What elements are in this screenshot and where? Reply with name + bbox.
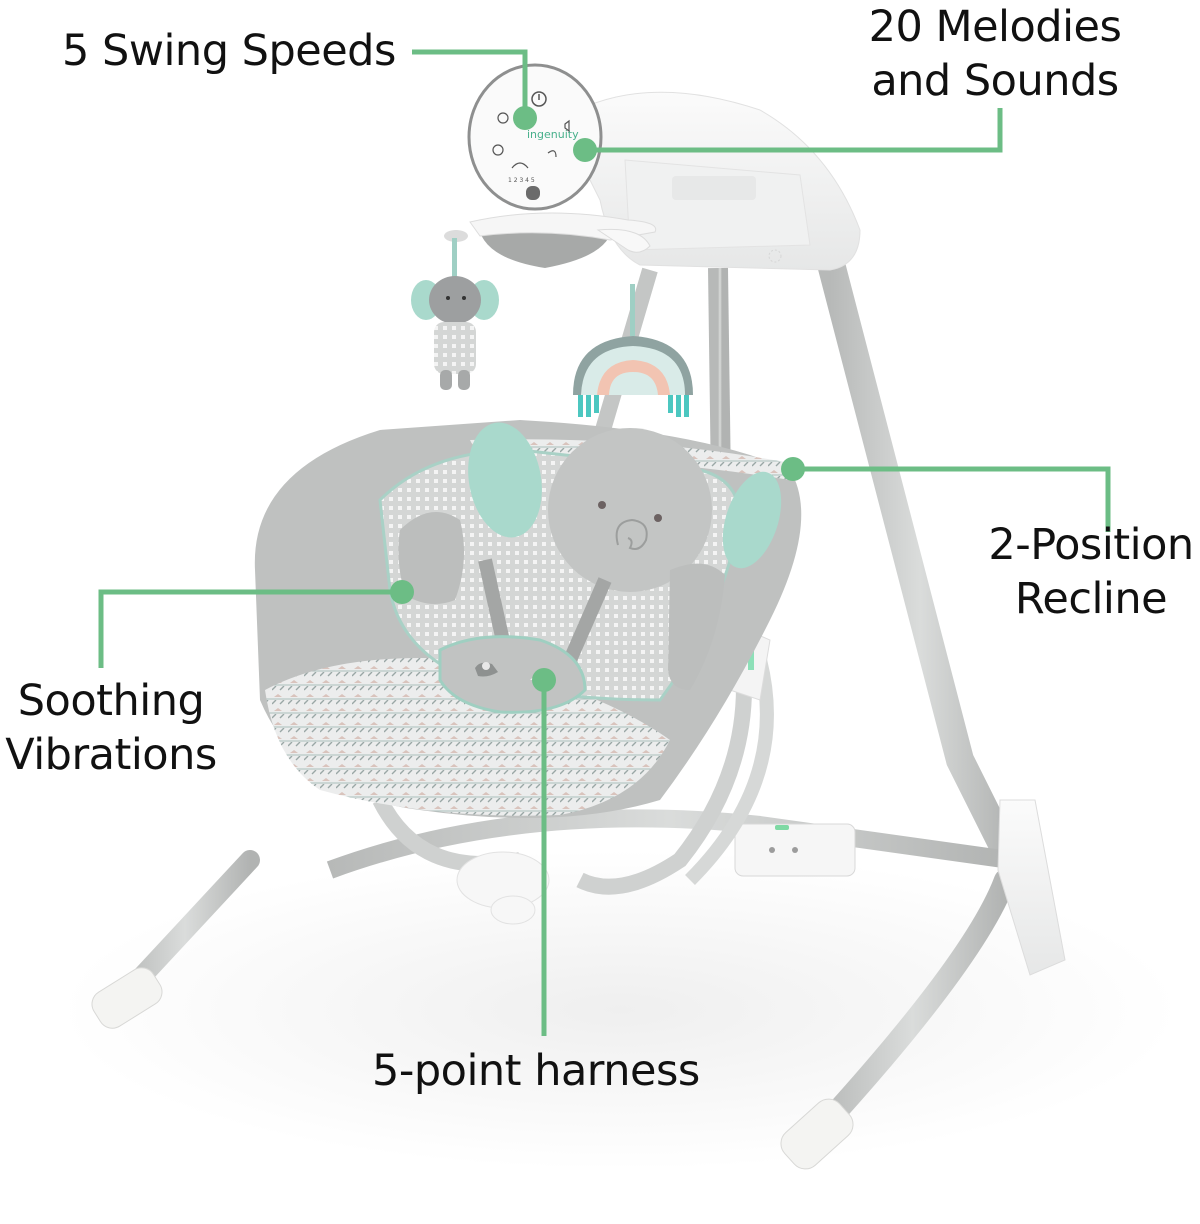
callout-label-swing-speeds: 5 Swing Speeds [62,24,396,78]
callout-dot-melodies [573,138,597,162]
right-front-leg [809,869,1016,1141]
seat-support-right [576,638,752,895]
harness-crotch-pad [438,635,587,714]
callout-dot-harness [532,668,556,692]
callout-label-recline: 2-Position Recline [976,518,1200,626]
speed-dial-icon [511,162,529,169]
harness-strap-right [563,577,612,663]
rear-frame-leg [816,246,1024,874]
callout-label-melodies: 20 Melodies and Sounds [860,0,1130,108]
callout-label-harness: 5-point harness [372,1044,700,1098]
elephant-ear-left [468,422,542,538]
callout-dot-recline [781,457,805,481]
elephant-head-pillow [548,428,712,592]
timer-icon [497,112,509,124]
callout-text: 5 Swing Speeds [62,26,396,76]
elephant-ear-right [722,471,782,569]
callout-text: Recline [1014,574,1168,624]
callout-text: 5-point harness [372,1046,700,1096]
callout-text: Soothing [17,676,205,726]
body-pad-left [398,512,464,604]
callout-text: and Sounds [871,56,1119,106]
right-foot-cap [780,1098,854,1170]
left-foot-cap [91,967,163,1029]
svg-text:1 2 3 4 5: 1 2 3 4 5 [508,177,535,184]
callout-line-vibrations [98,589,402,668]
callout-text: 20 Melodies [868,2,1122,52]
harness-strap-left [478,558,512,652]
base-joint [997,799,1066,976]
volume-icon [564,119,570,133]
floor-shadow [60,850,1180,1170]
callout-dot-swing-speeds [513,106,537,130]
callout-text: Vibrations [5,730,217,780]
rainbow-toy [573,284,693,417]
power-icon [531,91,547,107]
callout-dot-vibrations [390,580,414,604]
callout-label-vibrations: Soothing Vibrations [0,674,222,782]
callout-line-melodies [585,108,1003,153]
light-icon [492,144,504,156]
body-pad-right [668,563,725,690]
music-icon [547,150,557,158]
callout-dots [390,106,805,692]
callout-lines [98,49,1111,1036]
callout-line-recline [793,466,1111,532]
control-panel: ingenuity 1 2 3 4 5 [467,63,603,211]
brand-logo: ingenuity [527,128,579,141]
callout-line-swing-speeds [412,49,528,118]
callout-text: 2-Position [988,520,1194,570]
elephant-toy [411,238,499,390]
